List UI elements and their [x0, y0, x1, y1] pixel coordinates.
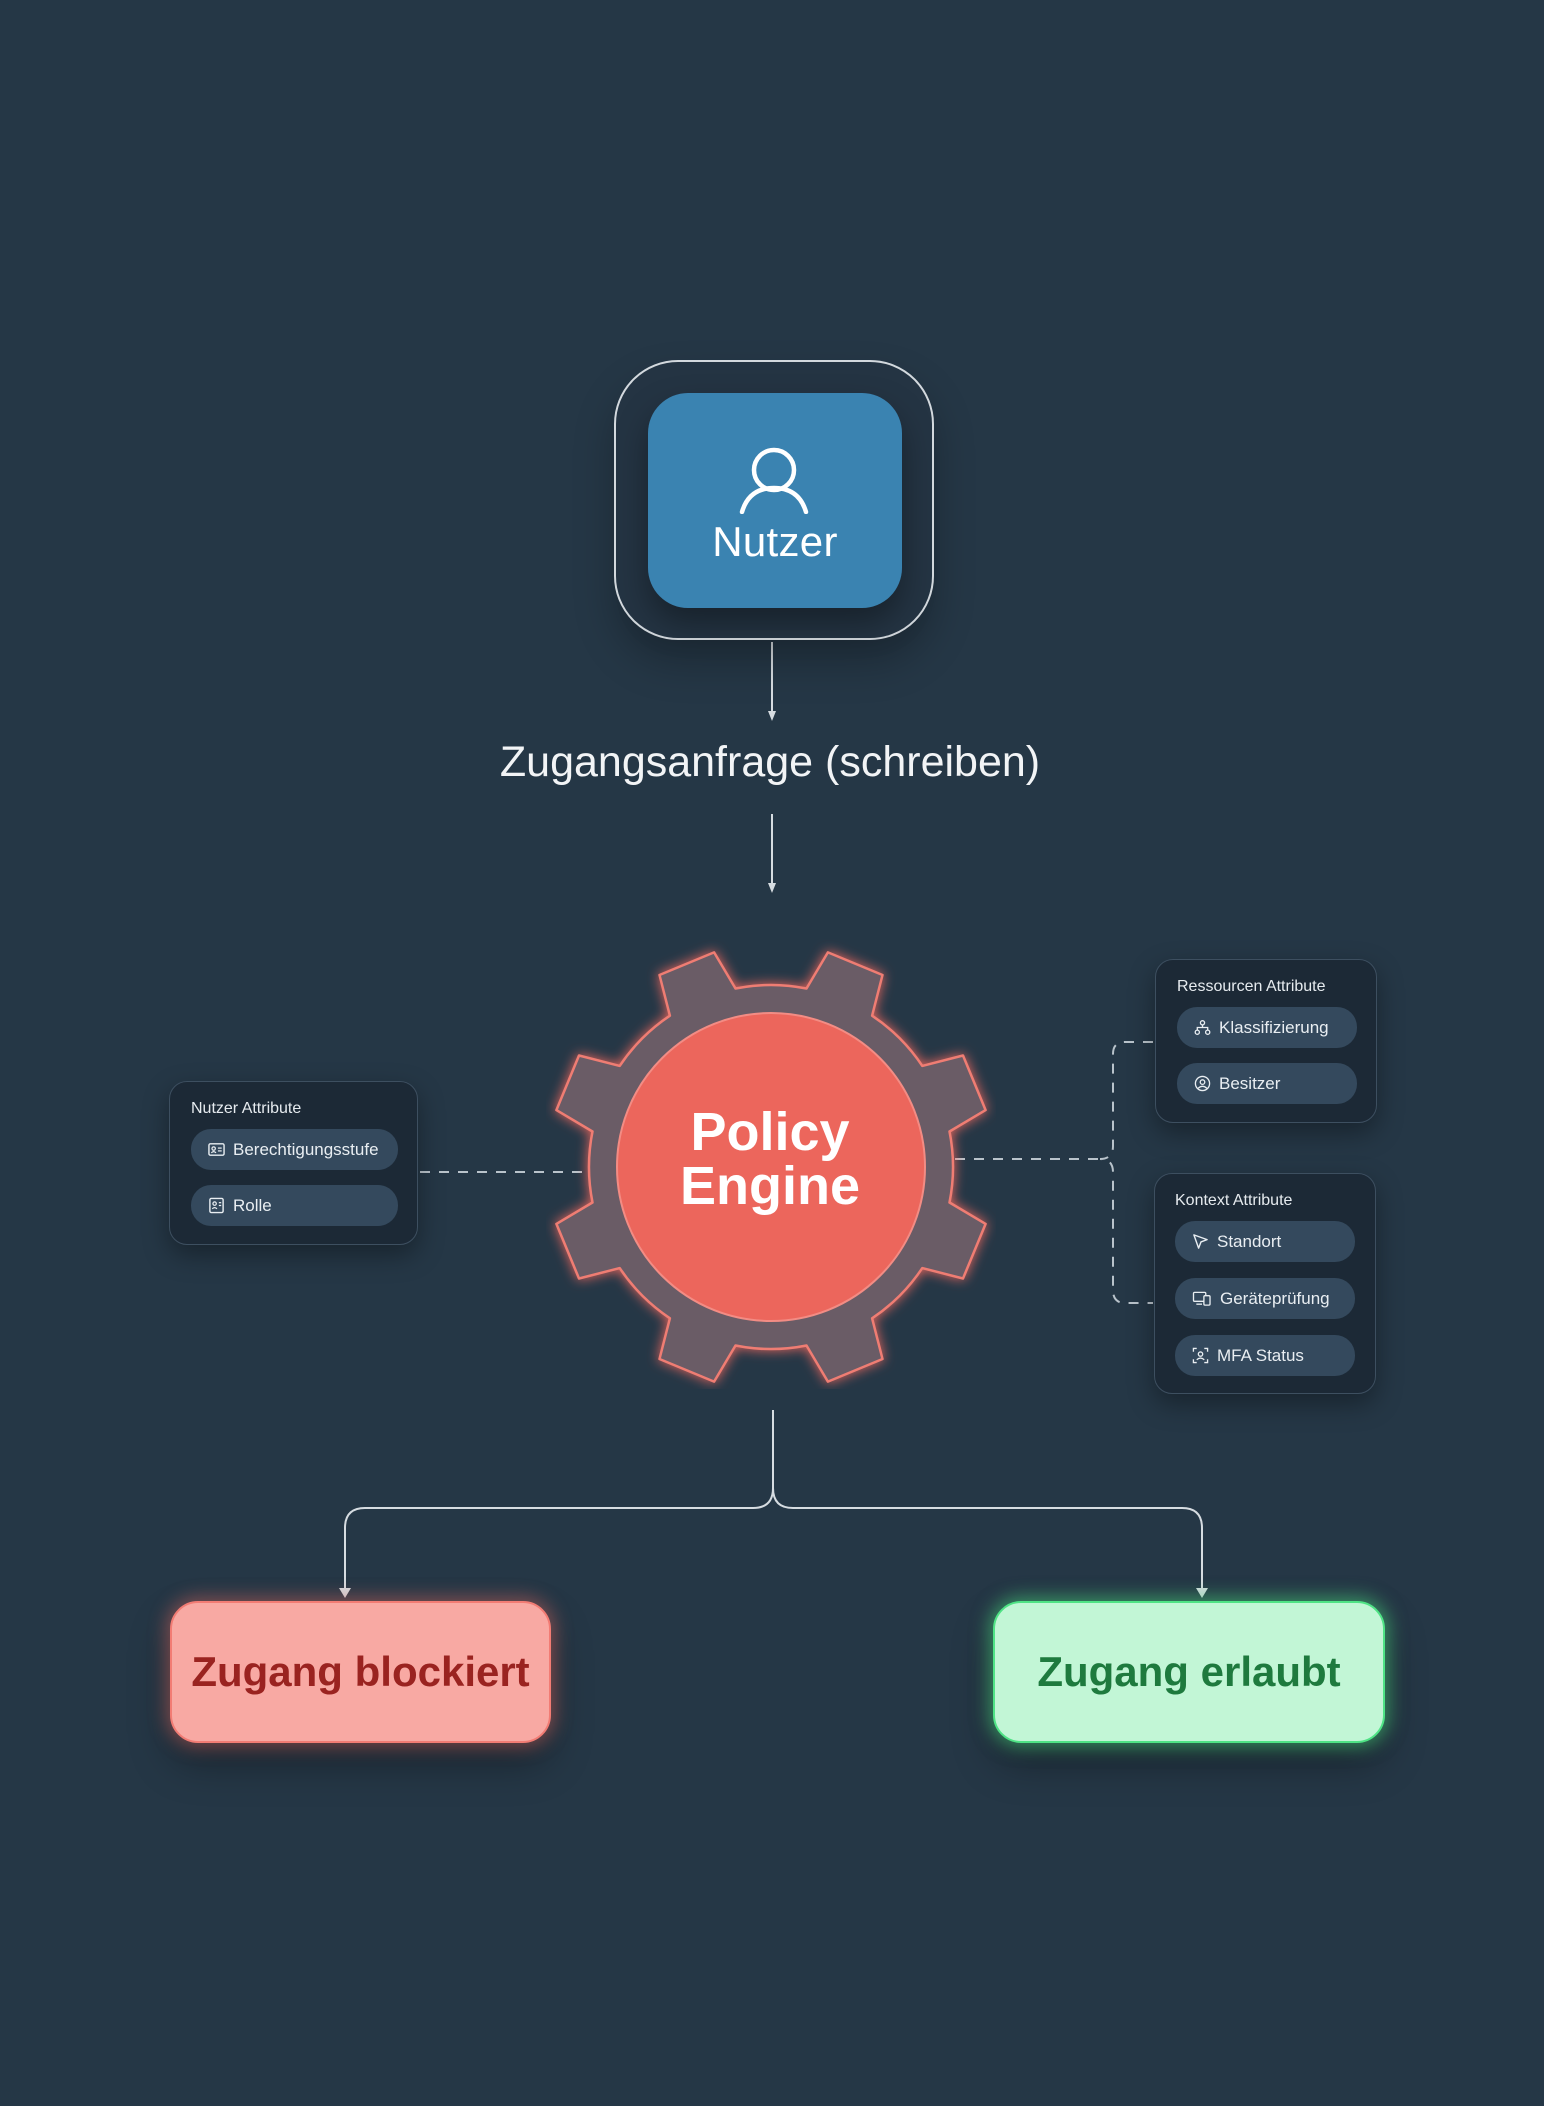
attribute-mfa-status[interactable]: MFA Status: [1175, 1335, 1355, 1376]
attribute-label: Klassifizierung: [1219, 1017, 1329, 1037]
user-node[interactable]: [648, 393, 902, 608]
id-card-icon: [208, 1143, 225, 1156]
attribute-label: Standort: [1217, 1231, 1282, 1251]
context-attributes-panel: Kontext Attribute Standort Geräteprüfung…: [1154, 1173, 1376, 1394]
arrowhead-blocked: [339, 1588, 351, 1598]
resource-attributes-title: Ressourcen Attribute: [1177, 978, 1326, 995]
context-attributes-title: Kontext Attribute: [1175, 1192, 1293, 1209]
attribute-klassifizierung[interactable]: Klassifizierung: [1177, 1007, 1357, 1048]
user-circle-icon: [1194, 1075, 1211, 1092]
arrowhead-allowed: [1196, 1588, 1208, 1598]
hierarchy-icon: [1194, 1020, 1211, 1035]
user-attributes-panel: Nutzer Attribute Berechtigungsstufe Roll…: [169, 1081, 418, 1245]
resource-attributes-panel: Ressourcen Attribute Klassifizierung Bes…: [1155, 959, 1377, 1123]
user-node-label: Nutzer: [712, 518, 838, 565]
attribute-label: Berechtigungsstufe: [233, 1139, 379, 1159]
attribute-besitzer[interactable]: Besitzer: [1177, 1063, 1357, 1104]
attribute-label: Besitzer: [1219, 1073, 1281, 1093]
branch-to-outcomes: [344, 1410, 1203, 1592]
dashed-bracket-resource-context: [1099, 1041, 1153, 1304]
attribute-berechtigungsstufe[interactable]: Berechtigungsstufe: [191, 1129, 398, 1170]
user-attributes-title: Nutzer Attribute: [191, 1100, 302, 1117]
outcome-allowed[interactable]: Zugang erlaubt: [993, 1601, 1385, 1743]
attribute-geraetepruefung[interactable]: Geräteprüfung: [1175, 1278, 1355, 1319]
gear-icon: [555, 951, 987, 1383]
attribute-label: Geräteprüfung: [1220, 1288, 1330, 1308]
cursor-icon: [1193, 1234, 1208, 1249]
outcome-blocked[interactable]: Zugang blockiert: [170, 1601, 551, 1743]
engine-label-line1: Policy: [690, 1102, 850, 1162]
engine-core: [616, 1012, 926, 1322]
engine-label: Policy Engine: [620, 1105, 920, 1213]
face-scan-icon: [1192, 1347, 1209, 1364]
engine-label-line2: Engine: [679, 1156, 860, 1216]
attribute-label: MFA Status: [1217, 1345, 1304, 1365]
attribute-standort[interactable]: Standort: [1175, 1221, 1355, 1262]
user-icon: [739, 447, 809, 514]
attribute-label: Rolle: [233, 1195, 272, 1215]
attribute-rolle[interactable]: Rolle: [191, 1185, 398, 1226]
request-label: Zugangsanfrage (schreiben): [499, 738, 1041, 786]
badge-icon: [209, 1197, 224, 1214]
devices-icon: [1192, 1291, 1211, 1306]
